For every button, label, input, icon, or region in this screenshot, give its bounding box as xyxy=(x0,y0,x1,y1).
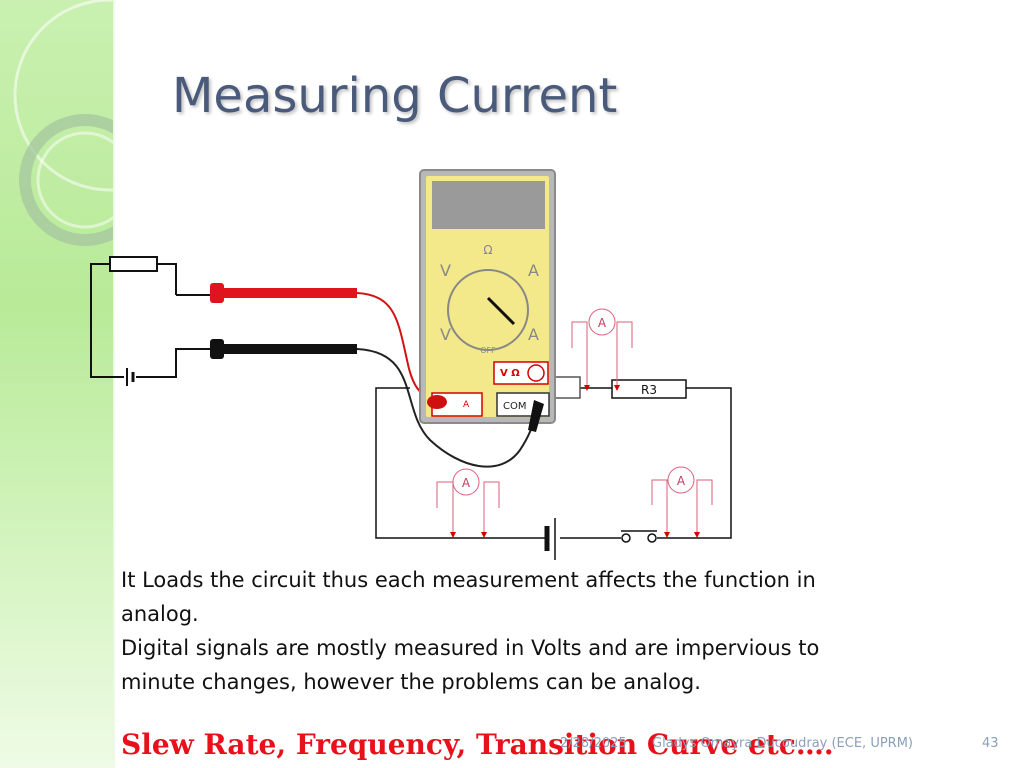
decorative-sidebar xyxy=(0,0,113,768)
dial-off-label: OFF xyxy=(480,346,496,355)
body-line: analog. xyxy=(121,602,199,626)
ammeter-right xyxy=(651,466,713,535)
red-plug xyxy=(427,395,447,409)
highlight-text: Slew Rate, Frequency, Transition Curve e… xyxy=(121,728,834,761)
decorative-circles xyxy=(13,0,113,246)
jack-amps-label: A xyxy=(463,400,470,410)
sidebar-edge xyxy=(113,0,116,768)
slide-title: Measuring Current xyxy=(172,68,618,124)
jack-common-label: COM xyxy=(503,401,526,412)
body-line: It Loads the circuit thus each measureme… xyxy=(121,568,816,592)
dial-ac-amps-label: A xyxy=(528,261,539,280)
dial-dc-volts-label: V xyxy=(440,325,451,344)
jack-volt-ohm xyxy=(493,361,549,385)
ammeter-top-label: A xyxy=(598,316,607,330)
current-arrows xyxy=(450,385,700,538)
jack-volt-ohm-label: V Ω xyxy=(500,368,520,379)
body-line: minute changes, however the problems can… xyxy=(121,670,701,694)
left-circuit xyxy=(90,256,210,386)
multimeter xyxy=(419,169,556,432)
dial-pointer xyxy=(486,296,516,326)
battery-symbol xyxy=(544,518,556,560)
switch-symbol xyxy=(621,530,657,543)
resistor-r3-label: R3 xyxy=(641,383,657,397)
ammeter-left-label: A xyxy=(462,476,471,490)
page-number: 43 xyxy=(982,736,999,751)
ammeter-top xyxy=(571,308,633,385)
black-plug xyxy=(528,400,544,432)
ammeter-right-label: A xyxy=(677,474,686,488)
ammeter-left xyxy=(436,468,500,535)
resistor-r3 xyxy=(611,379,687,399)
footer-author: Gladys Omayra Ducoudray (ECE, UPRM) xyxy=(652,736,913,751)
dial-ohm-label: Ω xyxy=(483,243,492,257)
meter-display xyxy=(432,181,545,229)
dial-ac-volts-label: V xyxy=(440,261,451,280)
right-circuit xyxy=(375,376,732,539)
footer-date: 2/28/2025 xyxy=(560,736,627,751)
body-line: Digital signals are mostly measured in V… xyxy=(121,636,820,660)
black-probe xyxy=(210,339,539,468)
resistor-symbol xyxy=(109,256,158,272)
meter-dial xyxy=(447,269,529,351)
dial-dc-amps-label: A xyxy=(528,325,539,344)
body-text: It Loads the circuit thus each measureme… xyxy=(121,563,901,699)
